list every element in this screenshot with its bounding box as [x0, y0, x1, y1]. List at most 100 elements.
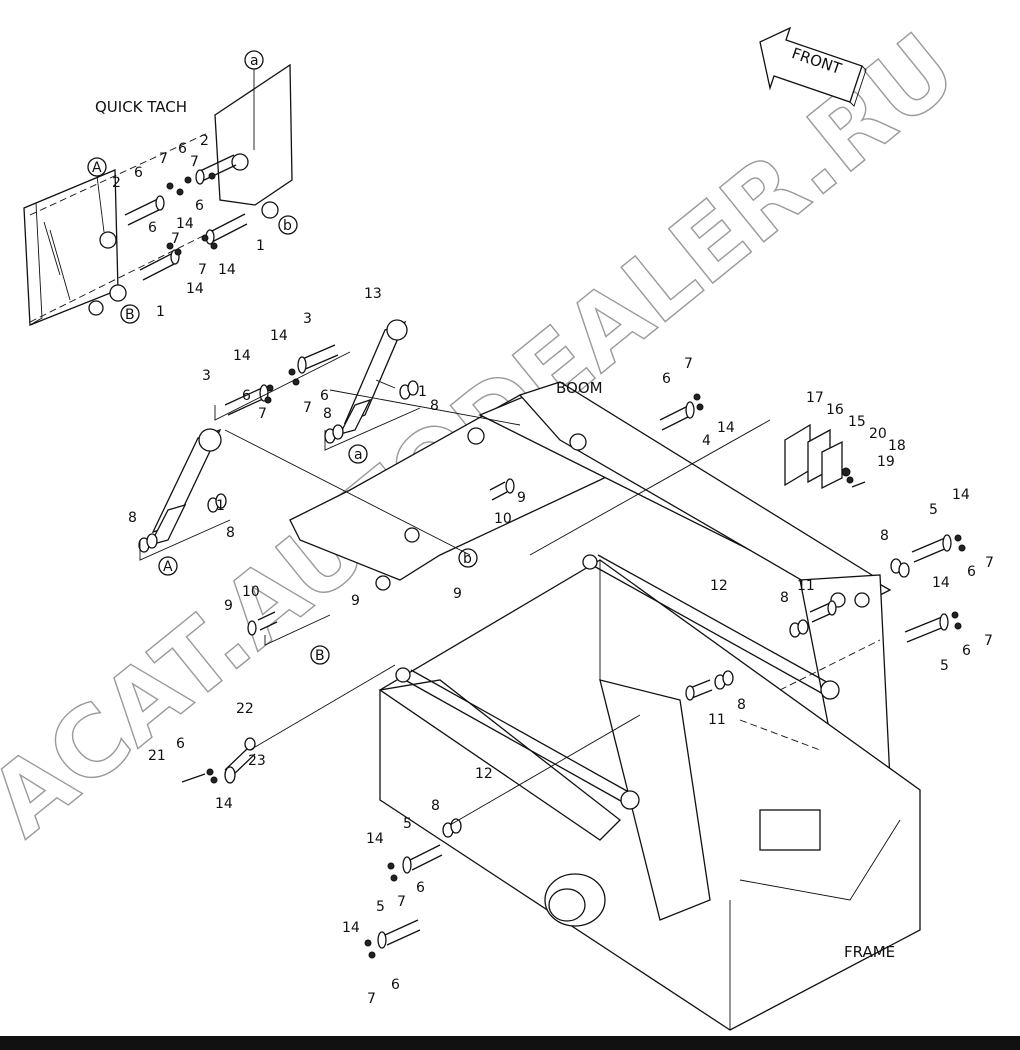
part-number-7: 7 — [159, 151, 168, 167]
part-number-1: 1 — [418, 384, 427, 400]
part-number-23: 23 — [248, 753, 266, 769]
part-number-14: 14 — [342, 920, 360, 936]
pin-5-right-lower — [904, 611, 962, 643]
boom-label: BOOM — [556, 379, 603, 397]
lift-link-12-upper — [582, 554, 840, 700]
callout-a2-circle — [348, 444, 368, 464]
frame-assembly: FRAME — [378, 559, 921, 1031]
callout-a2-label: a — [354, 447, 363, 463]
part-number-8: 8 — [430, 398, 439, 414]
part-number-7: 7 — [684, 356, 693, 372]
part-number-20: 20 — [869, 426, 887, 442]
part-number-7: 7 — [258, 406, 267, 422]
part-number-6: 6 — [662, 371, 671, 387]
pin-11-lower — [685, 679, 713, 701]
part-number-7: 7 — [985, 555, 994, 571]
part-number-8: 8 — [226, 525, 235, 541]
pin-4 — [659, 393, 704, 431]
part-number-17: 17 — [806, 390, 824, 406]
callout-b-circle — [278, 215, 298, 235]
part-number-8: 8 — [323, 406, 332, 422]
part-number-14: 14 — [186, 281, 204, 297]
part-number-9: 9 — [517, 490, 526, 506]
boss-lower-right — [261, 201, 279, 219]
washers-8-left — [138, 380, 419, 553]
part-number-8: 8 — [780, 590, 789, 606]
part-number-6: 6 — [242, 388, 251, 404]
callout-B2-circle — [310, 645, 330, 665]
part-number-14: 14 — [932, 575, 950, 591]
part-number-14: 14 — [952, 487, 970, 503]
callout-B-label: B — [125, 307, 135, 323]
quick-tach-pin-1b — [205, 213, 248, 245]
part-number-14: 14 — [215, 796, 233, 812]
frame-label: FRAME — [844, 943, 895, 961]
part-number-10: 10 — [242, 584, 260, 600]
lift-link-12-lower — [395, 667, 640, 810]
part-number-4: 4 — [702, 433, 711, 449]
pin-5-right-upper — [911, 534, 966, 563]
part-number-8: 8 — [880, 528, 889, 544]
part-number-10: 10 — [494, 511, 512, 527]
part-number-14: 14 — [717, 420, 735, 436]
callout-b2-circle — [458, 548, 478, 568]
part-number-6: 6 — [391, 977, 400, 993]
part-number-6: 6 — [178, 141, 187, 157]
part-number-6: 6 — [967, 564, 976, 580]
part-number-7: 7 — [303, 400, 312, 416]
pin-5-left-lower — [364, 919, 421, 959]
part-number-19: 19 — [877, 454, 895, 470]
part-number-5: 5 — [403, 816, 412, 832]
callout-A2-circle — [158, 556, 178, 576]
part-number-6: 6 — [134, 165, 143, 181]
part-number-6: 6 — [416, 880, 425, 896]
callout-B2-label: B — [315, 648, 325, 664]
part-number-6: 6 — [176, 736, 185, 752]
part-number-7: 7 — [190, 154, 199, 170]
part-number-1: 1 — [156, 304, 165, 320]
part-number-14: 14 — [366, 831, 384, 847]
part-number-2: 2 — [112, 175, 121, 191]
pin-11-upper — [809, 600, 837, 623]
washers-8-right — [442, 558, 910, 838]
part-number-3: 3 — [202, 368, 211, 384]
quick-tach-assembly: QUICK TACH — [23, 50, 298, 326]
callout-A-label: A — [92, 160, 102, 176]
part-number-5: 5 — [929, 502, 938, 518]
callout-b2-label: b — [463, 551, 472, 567]
part-number-5: 5 — [940, 658, 949, 674]
part-number-6: 6 — [195, 198, 204, 214]
part-number-6: 6 — [962, 643, 971, 659]
part-number-11: 11 — [797, 578, 815, 594]
part-number-9: 9 — [224, 598, 233, 614]
callout-a-label: a — [250, 53, 259, 69]
callout-B-circle — [120, 304, 140, 324]
bottom-bar — [0, 1036, 1020, 1050]
part-number-12: 12 — [710, 578, 728, 594]
part-number-21: 21 — [148, 748, 166, 764]
boom-pin-10-left — [247, 611, 278, 636]
callout-A2-label: A — [163, 559, 173, 575]
part-number-1: 1 — [256, 238, 265, 254]
front-arrow: FRONT — [759, 26, 867, 107]
part-number-5: 5 — [376, 899, 385, 915]
part-number-14: 14 — [233, 348, 251, 364]
part-number-7: 7 — [397, 894, 406, 910]
quick-tach-pin-2b — [195, 154, 237, 185]
plates-15-20 — [784, 423, 866, 490]
part-number-22: 22 — [236, 701, 254, 717]
boss-bottom — [88, 300, 104, 316]
part-number-15: 15 — [848, 414, 866, 430]
part-number-16: 16 — [826, 402, 844, 418]
part-number-7: 7 — [198, 262, 207, 278]
part-number-8: 8 — [431, 798, 440, 814]
boom-assembly: BOOM — [289, 379, 892, 786]
pin-23 — [181, 737, 256, 784]
part-number-8: 8 — [128, 510, 137, 526]
part-number-7: 7 — [171, 231, 180, 247]
callout-b-label: b — [283, 218, 292, 234]
lift-cylinder-upper — [338, 319, 408, 436]
quick-tach-label: QUICK TACH — [95, 98, 187, 116]
front-arrow-shape — [759, 26, 863, 103]
